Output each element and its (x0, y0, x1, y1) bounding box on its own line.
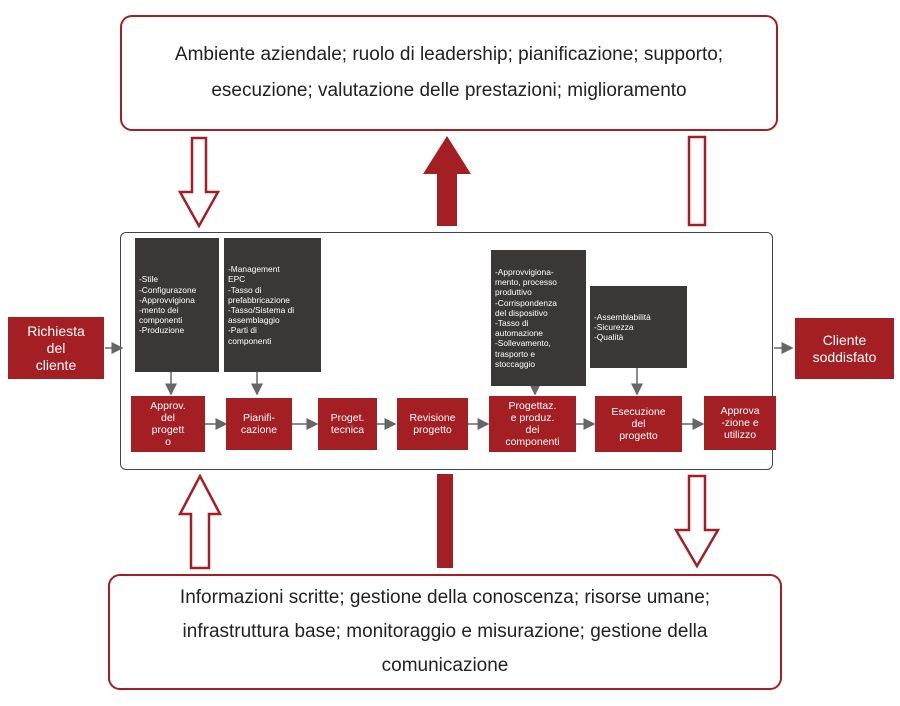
step-project-approval: Approv. del progett o (131, 396, 205, 452)
solid-bar-bottom (437, 474, 453, 568)
note-execution: -Assemblabilità-Sicurezza-Qualità (590, 286, 687, 368)
hollow-down-arrow-left (177, 136, 221, 229)
step-planning: Pianifi- cazione (226, 398, 292, 450)
input-customer-request: Richiesta del cliente (8, 317, 104, 379)
bottom-box-line-2: infrastruttura base; monitoraggio e misu… (182, 621, 708, 642)
top-box-line-2: esecuzione; valutazione delle prestazion… (211, 80, 687, 101)
top-box: Ambiente aziendale; ruolo di leadership;… (120, 15, 778, 131)
bottom-box-line-3: comunicazione (381, 655, 509, 676)
output-satisfied-customer: Cliente soddisfato (795, 318, 894, 379)
note-approval: -Stile-Configurazone-Approvvigiona -ment… (135, 238, 219, 372)
hollow-up-arrow-left (177, 473, 223, 570)
step-technical-design: Proget. tecnica (318, 398, 377, 450)
top-box-line-1: Ambiente aziendale; ruolo di leadership;… (174, 44, 724, 65)
solid-up-arrow (423, 136, 471, 226)
step-project-execution: Esecuzione del progetto (595, 396, 682, 452)
hollow-down-arrow-right (673, 474, 721, 569)
step-design-review: Revisione progetto (397, 398, 468, 450)
hollow-bar-right (687, 135, 707, 227)
bottom-box-line-1: Informazioni scritte; gestione della con… (179, 587, 711, 608)
step-component-design-production: Progettaz. e produz. dei componenti (489, 396, 576, 452)
bottom-box: Informazioni scritte; gestione della con… (108, 574, 782, 690)
step-approval-and-use: Approva -zione e utilizzo (704, 396, 776, 450)
